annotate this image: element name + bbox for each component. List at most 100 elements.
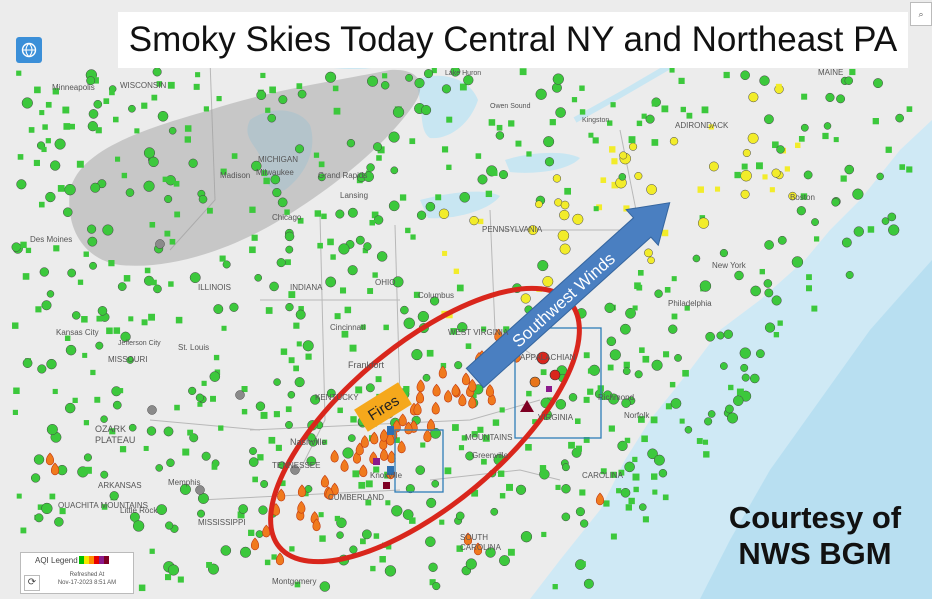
map-label-appalachian: APPALACHIAN [520, 353, 576, 362]
monitor-site [507, 548, 515, 556]
monitor-site [392, 276, 404, 288]
monitor-site [559, 209, 570, 221]
map-label-wisconsin: WISCONSIN [120, 81, 166, 90]
monitor-site [719, 362, 728, 370]
monitor-site [258, 505, 268, 515]
monitor-site [355, 235, 365, 245]
monitor-site [45, 101, 52, 108]
monitor-site [216, 95, 222, 102]
fire-icon [360, 435, 369, 448]
monitor-site [618, 469, 625, 476]
monitor-site [762, 174, 768, 180]
monitor-site [560, 200, 570, 210]
monitor-site [63, 123, 71, 130]
monitor-site [294, 581, 301, 588]
monitor-site [333, 107, 341, 115]
monitor-site [370, 565, 376, 572]
monitor-site [526, 151, 532, 157]
monitor-site [409, 517, 416, 524]
monitor-site [284, 209, 290, 215]
monitor-site [237, 511, 245, 519]
monitor-site [366, 163, 375, 172]
monitor-site [338, 243, 350, 255]
monitor-site [575, 445, 582, 452]
basemap-button[interactable] [16, 37, 42, 63]
monitor-site [100, 415, 108, 423]
map-label-st-louis: St. Louis [178, 343, 209, 352]
monitor-site [248, 457, 259, 467]
monitor-site [249, 246, 256, 254]
map-label-pennsylvania: PENNSYLVANIA [482, 225, 543, 234]
monitor-site [416, 210, 427, 220]
monitor-site [367, 75, 379, 87]
monitor-site [280, 348, 288, 355]
monitor-site [503, 326, 510, 333]
map-label-mississippi: MISSISSIPPI [198, 518, 246, 527]
monitor-site [182, 448, 190, 456]
monitor-site [624, 437, 631, 444]
monitor-site [588, 132, 594, 138]
monitor-site [255, 401, 266, 411]
monitor-site [375, 376, 382, 383]
monitor-site [293, 322, 300, 329]
monitor-site [249, 447, 257, 455]
monitor-site [607, 364, 614, 371]
monitor-site [349, 545, 358, 554]
monitor-site [221, 325, 227, 331]
monitor-site [519, 68, 527, 76]
monitor-site [163, 426, 174, 437]
monitor-site [568, 441, 575, 449]
map-label-frankfort: Frankfort [348, 360, 385, 370]
monitor-site [771, 295, 782, 306]
fire-icon [312, 518, 321, 532]
monitor-site [431, 67, 437, 74]
monitor-site [840, 175, 847, 182]
monitor-site [388, 131, 400, 143]
monitor-site [611, 181, 619, 189]
map-label-norfolk: Norfolk [624, 411, 650, 420]
monitor-site [515, 140, 522, 147]
monitor-site [177, 576, 184, 583]
monitor-site [652, 489, 658, 495]
map-label-illinois: ILLINOIS [198, 283, 231, 292]
refresh-button[interactable]: ⟳ [24, 575, 40, 591]
fire-icon [485, 384, 495, 397]
monitor-site [174, 404, 180, 411]
monitor-site [384, 565, 397, 577]
map-label-greenville: Greenville [472, 451, 509, 460]
monitor-site [64, 402, 76, 414]
monitor-site [49, 493, 56, 500]
monitor-site [456, 545, 463, 552]
monitor-site [89, 261, 97, 270]
aqi-legend[interactable]: AQI Legend ⟳ Refreshed At Nov-17-2023 8:… [20, 552, 134, 594]
monitor-site [317, 242, 323, 249]
fire-icon [340, 459, 349, 472]
monitor-site [670, 398, 682, 409]
monitor-site [734, 270, 744, 281]
monitor-site [488, 119, 496, 126]
monitor-site [16, 179, 27, 190]
zoom-control[interactable]: ⌕ [910, 2, 932, 26]
monitor-site [146, 426, 157, 436]
fire-icon [431, 401, 440, 415]
fire-icon [463, 532, 473, 546]
monitor-site [684, 305, 690, 311]
monitor-site [76, 160, 84, 168]
monitor-site [347, 207, 358, 218]
monitor-site [297, 217, 304, 224]
monitor-site [719, 248, 729, 258]
monitor-site [684, 426, 693, 434]
map-label-memphis: Memphis [168, 478, 200, 487]
fire-icon [415, 390, 425, 404]
monitor-site [148, 313, 156, 321]
monitor-site [520, 531, 533, 543]
monitor-site [46, 423, 58, 436]
monitor-site [33, 454, 45, 465]
monitor-site [642, 355, 650, 363]
monitor-site [126, 356, 134, 364]
monitor-site [777, 235, 787, 245]
monitor-site [365, 383, 375, 393]
monitor-site [617, 440, 628, 452]
